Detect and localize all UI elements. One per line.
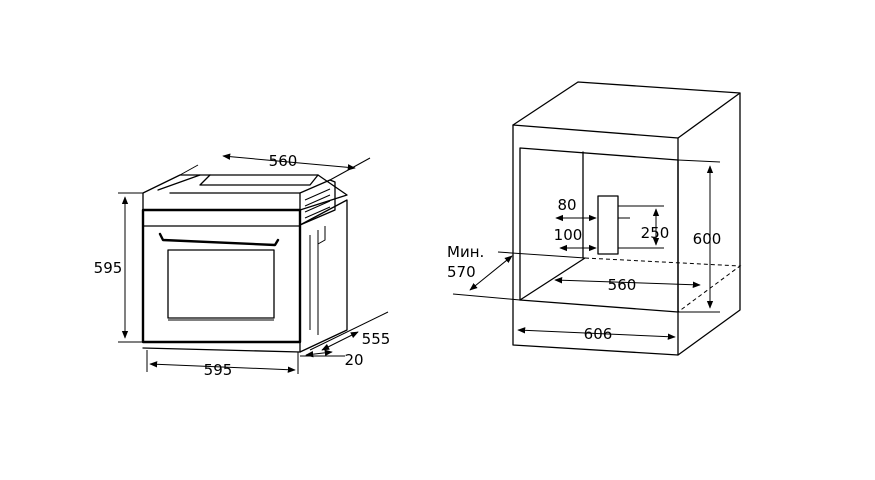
dim-oven-depth-label: 555 [362, 330, 391, 348]
niche-vent-opening [597, 195, 619, 255]
dim-niche-min-depth-line [469, 255, 513, 291]
dim-vent-width-label: 80 [557, 196, 576, 214]
oven-door-handle [158, 232, 280, 247]
dim-vent-offset-label: 100 [554, 226, 583, 244]
dim-oven-top-width-line [222, 153, 356, 171]
oven-side-panel [299, 199, 348, 353]
dim-oven-top-width-label: 560 [269, 152, 298, 170]
dim-oven-depth-line [321, 331, 359, 351]
dim-niche-min-label: Мин. [447, 243, 484, 261]
dim-niche-min-depth-label: 570 [447, 263, 476, 281]
dim-niche-width-label: 606 [584, 325, 613, 343]
dim-oven-offset-line [305, 349, 333, 358]
dim-oven-width-line [149, 361, 296, 373]
oven-front-panel [141, 208, 302, 344]
niche-outer-side [677, 92, 741, 356]
dim-oven-height-label: 595 [94, 259, 123, 277]
dim-niche-inner-width-label: 560 [608, 276, 637, 294]
oven-door-window [167, 249, 275, 319]
dim-oven-offset-label: 20 [344, 351, 363, 369]
niche-outer-top [512, 81, 741, 139]
oven-drawing: 595 595 560 555 20 [94, 152, 391, 379]
dim-vent-height-label: 250 [641, 224, 670, 242]
dim-niche-inner-width-line [554, 277, 701, 288]
niche-drawing: 600 606 560 Мин. 570 80 100 250 [447, 81, 742, 356]
dim-niche-width-line [517, 327, 676, 340]
dim-oven-width-label: 595 [204, 361, 233, 379]
dim-niche-height-label: 600 [693, 230, 722, 248]
